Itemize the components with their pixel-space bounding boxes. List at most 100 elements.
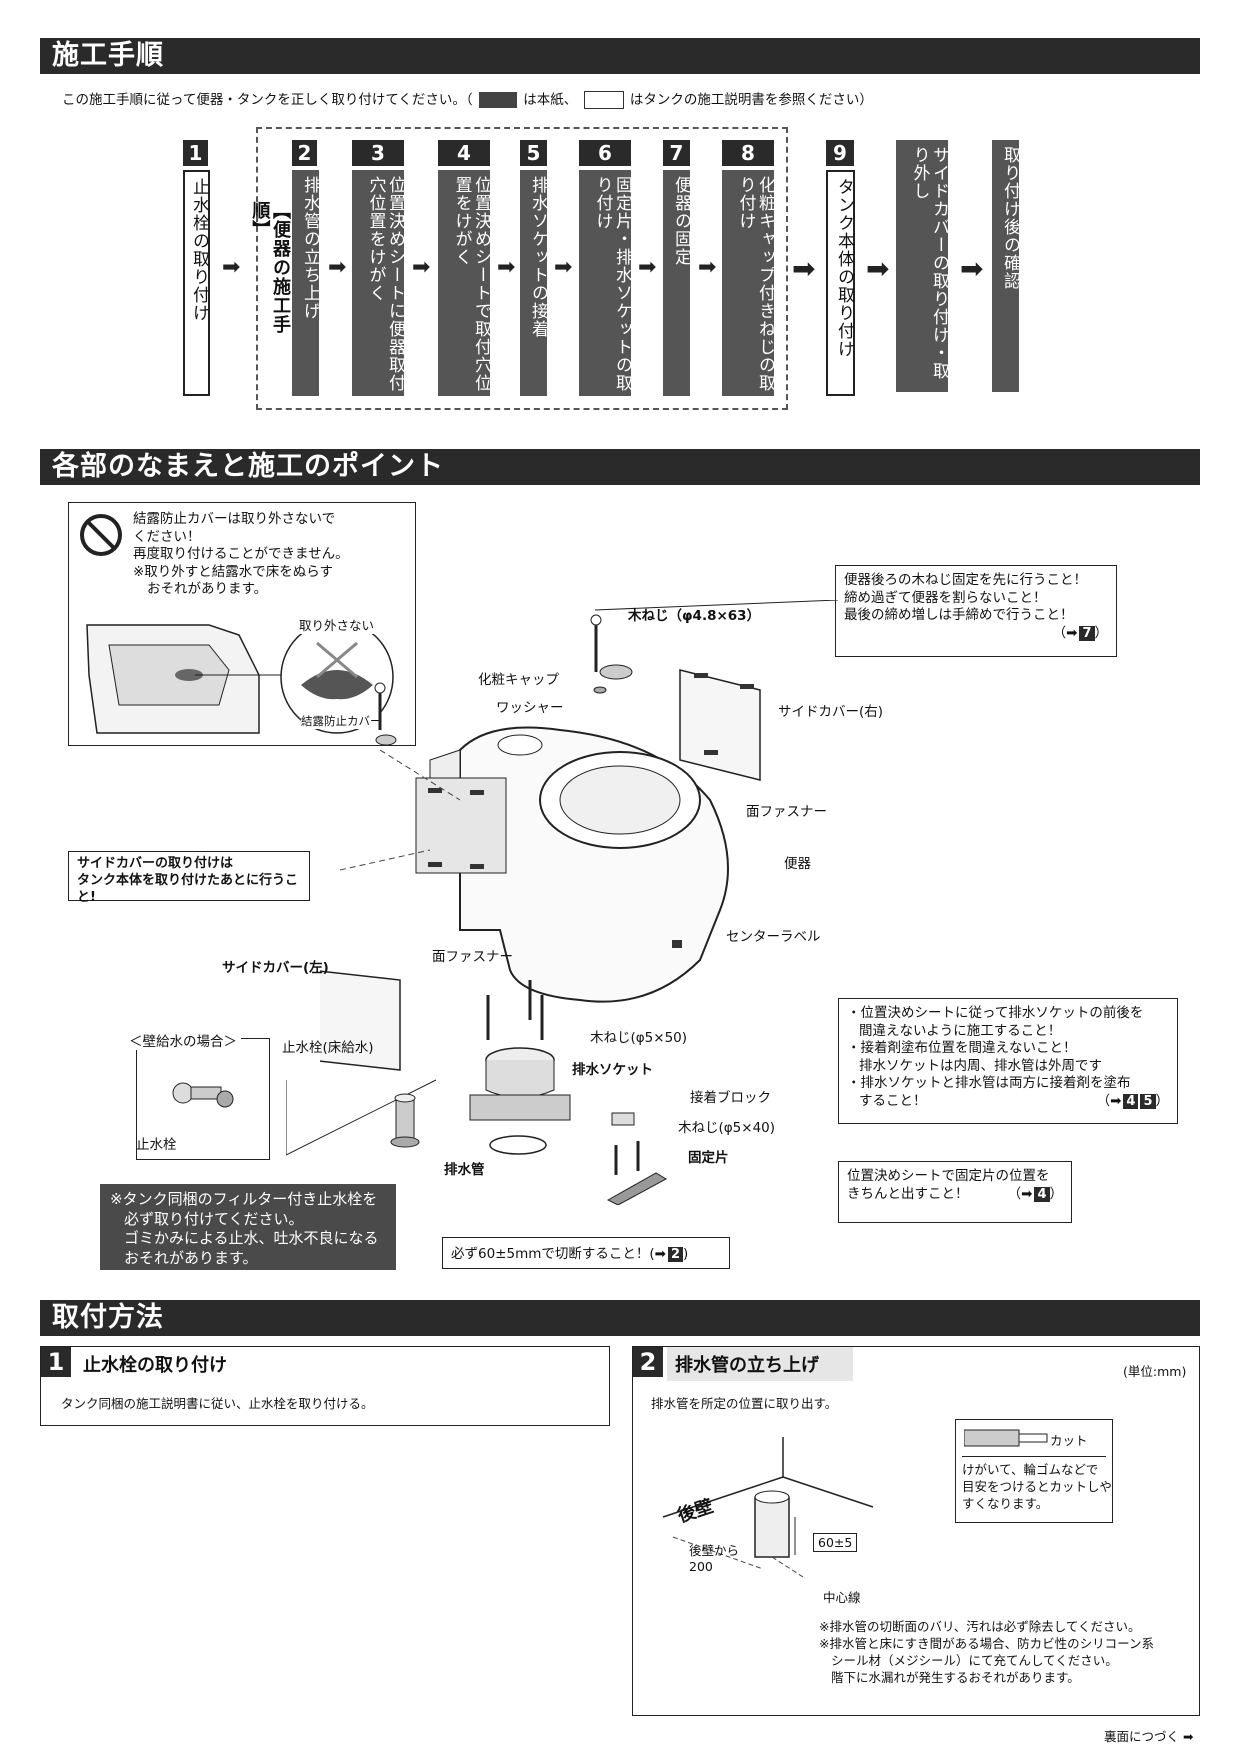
stop-valve-label: 止水栓	[136, 1137, 177, 1153]
wood-screw-50-label: 木ねじ(φ5×50)	[590, 1030, 688, 1046]
step-body: タンク同梱の施工説明書に従い、止水栓を取り付ける。	[61, 1396, 374, 1411]
socket-note-box: ・位置決めシートに従って排水ソケットの前後を 間違えないように施工すること！ ・…	[838, 998, 1178, 1124]
socket-note-line: 排水ソケットは内周、排水管は外周です	[859, 1057, 1102, 1074]
cosmetic-cap-label: 化粧キャップ	[478, 672, 559, 688]
screw-note-line: 最後の締め増しは手締めで行うこと！	[844, 607, 1074, 624]
side-cover-right-label: サイドカバー(右)	[778, 704, 884, 720]
step-ref: 4	[1034, 1186, 1050, 1202]
cut-label: カット	[1050, 1433, 1088, 1448]
step-number: 4	[438, 140, 490, 166]
step-label: 排水管の立ち上げ	[292, 170, 320, 396]
warning-line: 再度取り付けることができません。	[133, 546, 349, 563]
warning-line: 結露防止カバーは取り外さないで	[133, 511, 336, 527]
section-title-procedure: 施工手順	[40, 38, 1200, 74]
arrow-right-icon: ➡	[866, 252, 890, 285]
install-note-line: ※排水管の切断面のバリ、汚れは必ず除去してください。	[819, 1619, 1141, 1634]
step-label: 化粧キャップ付きねじの取り付け	[722, 170, 775, 396]
cut-note-arrow: ➡	[654, 1246, 666, 1262]
toilet-procedure-group-box	[256, 127, 788, 410]
warning-line: ※取り外すと結露水で床をぬらす	[133, 563, 334, 580]
step-number: 6	[579, 140, 631, 166]
adhesive-block-label: 接着ブロック	[690, 1090, 771, 1106]
step-body: 排水管を所定の位置に取り出す。	[651, 1396, 838, 1411]
install-note-line: 階下に水漏れが発生するおそれがあります。	[831, 1669, 1080, 1685]
arrow-right-icon: ➡	[222, 255, 241, 280]
socket-note-line: 間違えないように施工すること！	[859, 1022, 1062, 1039]
intro-part-c: はタンクの施工説明書を参照ください）	[629, 92, 873, 108]
dark-swatch-legend	[478, 92, 517, 108]
arrow-right-icon: ➡	[792, 252, 816, 285]
fixing-note-line2: きちんと出すこと！ （➡4）	[847, 1186, 1063, 1204]
cut-note-close: )	[683, 1246, 689, 1262]
filter-note-line: ※タンク同梱のフィルター付き止水栓を	[110, 1190, 378, 1208]
arrow-right-icon: ➡	[698, 255, 717, 280]
fixing-piece-label: 固定片	[688, 1150, 729, 1166]
fastener-right-label: 面ファスナー	[746, 804, 827, 820]
wall-supply-box	[136, 1038, 270, 1160]
height-label: 60±5	[813, 1533, 858, 1552]
screw-note-line: 締め過ぎて便器を割らないこと！	[844, 589, 1047, 606]
side-cover-note-line: タンク本体を取り付けたあとに行うこと!	[77, 872, 299, 905]
filter-note: ※タンク同梱のフィルター付き止水栓を 必ず取り付けてください。 ゴミかみによる止…	[100, 1184, 396, 1270]
side-cover-note-line: サイドカバーの取り付けは	[77, 856, 234, 871]
toilet-label: 便器	[784, 856, 811, 872]
step-title: 止水栓の取り付け	[83, 1355, 227, 1376]
fixing-note-ref: （➡4）	[1007, 1185, 1063, 1202]
install-note-line: シール材（メジシール）にて充てんしてください。	[831, 1652, 1118, 1668]
filter-note-line: 必ず取り付けてください。	[124, 1209, 304, 1228]
step-ref: 2	[667, 1247, 684, 1262]
divider	[962, 1456, 1106, 1457]
from-wall-line: 200	[689, 1559, 713, 1575]
step-ref: 7	[1079, 625, 1095, 641]
drain-pipe-label: 排水管	[444, 1162, 485, 1178]
screw-note-line: 便器後ろの木ねじ固定を先に行うこと！	[844, 572, 1087, 588]
step-title: 排水管の立ち上げ	[675, 1355, 819, 1376]
step-label: 固定片・排水ソケットの取り付け	[579, 170, 632, 396]
step-number: 1	[41, 1347, 71, 1377]
step-number: 5	[520, 140, 547, 166]
continue-footer: 裏面につづく ➡	[1104, 1726, 1193, 1745]
step-number: 9	[826, 140, 854, 166]
warning-line: おそれがあります。	[147, 581, 268, 598]
step-label: サイドカバーの取り付け・取り外し	[896, 140, 949, 392]
screw-note-box: 便器後ろの木ねじ固定を先に行うこと！ 締め過ぎて便器を割らないこと！ 最後の締め…	[835, 565, 1117, 657]
filter-note-line: おそれがあります。	[124, 1248, 258, 1267]
drain-socket-label: 排水ソケット	[572, 1062, 653, 1078]
toilet-exploded-diagram	[320, 600, 839, 1155]
step-number: 8	[722, 140, 774, 166]
warning-line: ください！	[133, 528, 201, 545]
socket-note-text: すること！	[859, 1092, 927, 1109]
install-step-1-box: 1 止水栓の取り付け タンク同梱の施工説明書に従い、止水栓を取り付ける。	[40, 1346, 610, 1426]
warning-box: 結露防止カバーは取り外さないで ください！ 再度取り付けることができません。 ※…	[68, 502, 416, 746]
step-label: 位置決めシートに便器取付穴位置をけがく	[352, 170, 405, 396]
step-ref: 4	[1123, 1093, 1139, 1109]
step-title-bg	[667, 1347, 853, 1381]
section-title-install: 取付方法	[40, 1300, 1200, 1336]
wall-supply-title: ＜壁給水の場合＞	[125, 1030, 241, 1050]
wood-screw-48-label: 木ねじ（φ4.8×63）	[628, 608, 761, 624]
cut-tip-box: カット けがいて、輪ゴムなどで 目安をつけるとカットしや すくなります。	[955, 1419, 1113, 1523]
arrow-right-icon: ➡	[554, 255, 573, 280]
arrow-right-icon: ➡	[328, 255, 347, 280]
socket-note-line: ・接着剤塗布位置を間違えないこと！	[847, 1040, 1077, 1057]
saw-icon	[964, 1429, 1048, 1447]
unit-label: (単位:mm)	[1123, 1364, 1187, 1379]
cut-tip-line: けがいて、輪ゴムなどで	[962, 1462, 1099, 1477]
light-swatch-legend	[583, 91, 624, 109]
washer-label: ワッシャー	[496, 700, 564, 716]
filter-note-line: ゴミかみによる止水、吐水不良になる	[124, 1229, 379, 1247]
install-notes: ※排水管の切断面のバリ、汚れは必ず除去してください。 ※排水管と床にすき間がある…	[819, 1619, 1154, 1687]
floor-stop-valve-illustration	[286, 1079, 437, 1156]
do-not-remove-label: 取り外さない	[299, 615, 375, 634]
fixing-note-line: 位置決めシートで固定片の位置を	[847, 1168, 1050, 1184]
side-cover-left-label: サイドカバー(左)	[222, 960, 329, 976]
arrow-right-icon: ➡	[1183, 1729, 1194, 1744]
arrow-right-icon: ➡	[497, 255, 516, 280]
wood-screw-40-label: 木ねじ(φ5×40)	[678, 1120, 776, 1136]
intro-part-a: この施工手順に従って便器・タンクを正しく取り付けてください。（	[62, 92, 473, 108]
wall-stop-valve-icon	[172, 1082, 234, 1108]
fastener-left-label: 面ファスナー	[432, 949, 513, 965]
screw-note-ref: （➡7）	[1052, 624, 1108, 641]
group-label: 【便器の施工手順】	[249, 201, 291, 334]
